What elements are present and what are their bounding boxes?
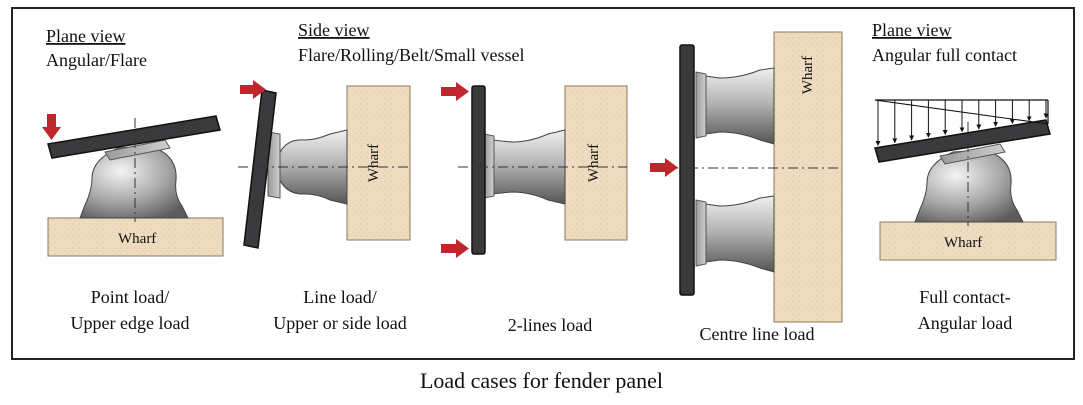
panel-1-view-label: Plane view xyxy=(46,26,125,46)
red-load-arrow-icon xyxy=(240,80,266,99)
panel-5-view-label: Plane view xyxy=(872,20,951,40)
panel-2-view-label: Side view xyxy=(298,20,370,40)
fender-flange xyxy=(695,71,707,139)
panel-1-caption-1: Point load/ xyxy=(91,287,170,307)
fender-panel xyxy=(874,119,1051,163)
fender-flange xyxy=(695,199,707,267)
panel-centre-line-load: Wharf Centre line load xyxy=(650,31,843,344)
rubber-fender xyxy=(914,149,1024,223)
panel-2-view-desc: Flare/Rolling/Belt/Small vessel xyxy=(298,45,525,65)
red-load-arrow-icon xyxy=(650,158,678,177)
panel-5-view-desc: Angular full contact xyxy=(872,45,1017,65)
wharf-label: Wharf xyxy=(586,144,602,182)
panel-line-load: Side view Flare/Rolling/Belt/Small vesse… xyxy=(238,20,525,333)
wharf-label: Wharf xyxy=(366,144,382,182)
wharf-block xyxy=(879,221,1057,261)
panel-1-view-desc: Angular/Flare xyxy=(46,50,147,70)
rubber-fender xyxy=(704,195,775,273)
distributed-load-arrows-icon xyxy=(874,99,1049,147)
panel-3-caption-1: 2-lines load xyxy=(508,315,592,335)
panel-point-load: Plane view Angular/Flare Wharf Point loa… xyxy=(42,26,224,333)
wharf-label: Wharf xyxy=(800,56,816,94)
red-load-arrow-icon xyxy=(441,82,469,101)
panel-4-caption-1: Centre line load xyxy=(700,324,815,344)
fender-flange xyxy=(939,143,1006,165)
fender-panel xyxy=(679,44,695,296)
fender-panel xyxy=(243,89,277,249)
panel-5-caption-2: Angular load xyxy=(918,313,1012,333)
wharf-block xyxy=(47,217,224,257)
wharf-block xyxy=(773,31,843,323)
panel-two-lines-load: Wharf 2-lines load xyxy=(441,82,628,335)
wharf-block xyxy=(346,85,411,241)
panel-1-caption-2: Upper edge load xyxy=(71,313,190,333)
panel-5-caption-1: Full contact- xyxy=(919,287,1010,307)
figure-caption: Load cases for fender panel xyxy=(419,368,664,393)
fender-panel xyxy=(47,115,221,159)
red-load-arrow-icon xyxy=(42,114,61,140)
red-load-arrow-icon xyxy=(441,239,469,258)
panel-2-caption-1: Line load/ xyxy=(303,287,376,307)
wharf-block xyxy=(564,85,628,241)
wharf-label: Wharf xyxy=(118,231,156,247)
rubber-fender xyxy=(79,145,189,219)
rubber-fender xyxy=(704,67,775,145)
panel-full-contact-angular: Plane view Angular full contact Wharf Fu… xyxy=(872,20,1057,333)
panel-2-caption-2: Upper or side load xyxy=(273,313,406,333)
fender-flange xyxy=(267,131,281,199)
fender-panel xyxy=(471,85,486,255)
fender-flange xyxy=(104,139,171,161)
wharf-label: Wharf xyxy=(944,235,982,251)
